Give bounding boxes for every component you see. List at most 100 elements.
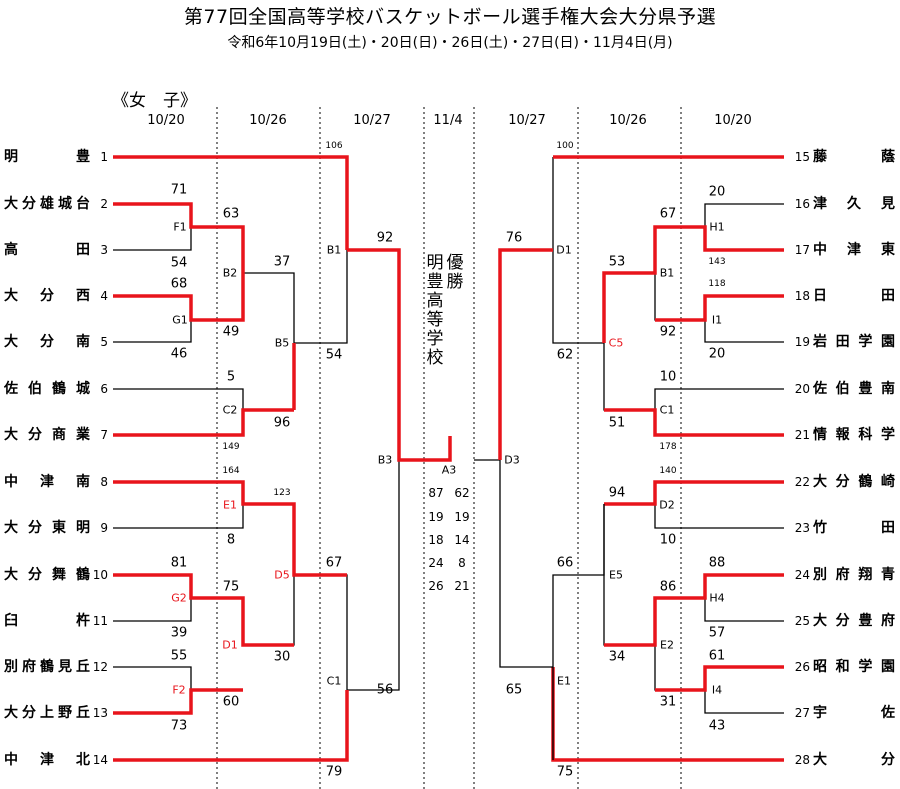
score: 81 <box>170 555 188 571</box>
score: 8 <box>226 532 236 548</box>
final-score-left: 24 <box>428 556 444 570</box>
score: 10 <box>659 369 677 385</box>
score: 37 <box>273 254 291 270</box>
team-name: 大分豊府 <box>813 613 895 629</box>
final-score-right: 19 <box>454 510 470 524</box>
team-seed: 1 <box>100 150 108 164</box>
round-date: 10/26 <box>249 113 287 128</box>
match-label: G1 <box>172 313 188 327</box>
team-name: 高田 <box>4 242 90 258</box>
score: 31 <box>659 694 677 710</box>
team-seed: 7 <box>100 428 108 442</box>
score: 10 <box>659 532 677 548</box>
score: 55 <box>170 648 188 664</box>
team-seed: 25 <box>794 614 810 628</box>
score: 149 <box>222 442 240 452</box>
match-label: H4 <box>709 591 725 605</box>
team-seed: 9 <box>100 521 108 535</box>
team-name: 中津東 <box>813 242 895 258</box>
round-date: 10/27 <box>353 113 391 128</box>
team-name: 大分雄城台 <box>4 196 90 212</box>
score: 140 <box>659 466 677 476</box>
match-label: D1 <box>556 243 572 257</box>
final-score-right: 8 <box>458 556 466 570</box>
round-date: 10/20 <box>147 113 185 128</box>
match-label: B3 <box>377 453 393 467</box>
page-subtitle: 令和6年10月19日(土)・20日(日)・26日(土)・27日(日)・11月4日… <box>227 35 673 51</box>
champion-label: 優勝 <box>446 253 464 292</box>
match-label: D2 <box>659 498 675 512</box>
team-seed: 24 <box>794 568 810 582</box>
final-score-right: 14 <box>454 533 470 547</box>
team-name: 大分舞鶴 <box>4 567 90 583</box>
team-seed: 27 <box>794 706 810 720</box>
score: 54 <box>170 255 188 271</box>
score: 62 <box>556 347 574 363</box>
team-seed: 22 <box>794 475 810 489</box>
team-name: 岩田学園 <box>813 334 895 350</box>
score: 34 <box>608 649 626 665</box>
final-score-left: 87 <box>428 486 444 500</box>
team-seed: 11 <box>92 614 108 628</box>
score: 94 <box>608 485 626 501</box>
score: 73 <box>170 718 188 734</box>
team-seed: 17 <box>794 243 810 257</box>
score: 51 <box>608 415 626 431</box>
team-seed: 23 <box>794 521 810 535</box>
team-seed: 26 <box>794 660 810 674</box>
score: 96 <box>273 415 291 431</box>
team-name: 大分鶴崎 <box>813 474 895 490</box>
round-date: 10/20 <box>714 113 752 128</box>
score: 118 <box>708 279 726 289</box>
team-name: 竹田 <box>813 520 895 536</box>
score: 65 <box>505 682 523 698</box>
score: 86 <box>659 579 677 595</box>
score: 60 <box>222 694 240 710</box>
match-label: C1 <box>659 403 675 417</box>
team-name: 大分上野丘 <box>4 705 90 721</box>
match-label: C5 <box>608 336 624 350</box>
team-seed: 14 <box>92 753 108 767</box>
final-score-left: 19 <box>428 510 444 524</box>
team-name: 別府鶴見丘 <box>4 659 90 675</box>
team-seed: 20 <box>794 382 810 396</box>
score: 100 <box>556 141 574 151</box>
team-name: 中津南 <box>4 474 90 490</box>
page-title: 第77回全国高等学校バスケットボール選手権大会大分県予選 <box>183 6 717 28</box>
team-name: 宇佐 <box>813 705 895 721</box>
match-label: E1 <box>557 674 571 688</box>
match-label: B2 <box>222 266 238 280</box>
team-seed: 19 <box>794 335 810 349</box>
score: 88 <box>708 555 726 571</box>
score: 67 <box>659 206 677 222</box>
score: 123 <box>273 488 291 498</box>
team-name: 臼杵 <box>4 613 90 629</box>
final-score-left: 26 <box>428 579 444 593</box>
score: 63 <box>222 206 240 222</box>
score: 71 <box>170 182 188 198</box>
team-name: 大分東明 <box>4 520 90 536</box>
score: 92 <box>376 230 394 246</box>
team-seed: 4 <box>100 289 108 303</box>
match-label: G2 <box>171 591 187 605</box>
match-label: F1 <box>173 220 187 234</box>
team-seed: 10 <box>92 568 108 582</box>
final-score-left: 18 <box>428 533 444 547</box>
team-seed: 18 <box>794 289 810 303</box>
team-name: 佐伯鶴城 <box>4 381 90 397</box>
team-name: 大分 <box>813 752 895 768</box>
score: 20 <box>708 346 726 362</box>
match-label: B1 <box>326 243 342 257</box>
team-name: 佐伯豊南 <box>813 381 895 397</box>
score: 106 <box>325 141 343 151</box>
match-label: A3 <box>441 463 457 477</box>
section-label: 《女 子》 <box>112 91 197 111</box>
champion-school: 明豊高等学校 <box>426 253 444 368</box>
score: 43 <box>708 718 726 734</box>
round-date: 10/27 <box>508 113 546 128</box>
team-name: 明豊 <box>4 149 90 165</box>
match-label: D3 <box>504 453 520 467</box>
score: 53 <box>608 254 626 270</box>
match-label: I1 <box>711 313 723 327</box>
